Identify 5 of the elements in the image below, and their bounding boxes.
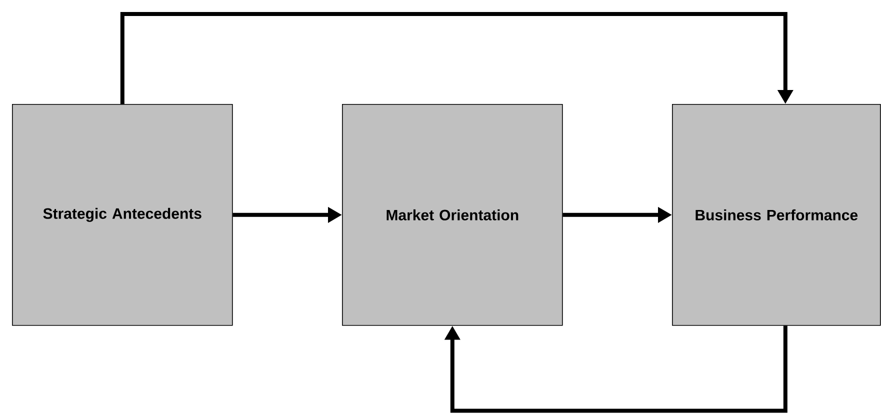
arrow: [444, 326, 788, 413]
arrow: [120, 12, 794, 104]
process-box: Strategic Antecedents: [12, 104, 233, 326]
process-box: Business Performance: [672, 104, 881, 326]
process-box: Market Orientation: [342, 104, 563, 326]
